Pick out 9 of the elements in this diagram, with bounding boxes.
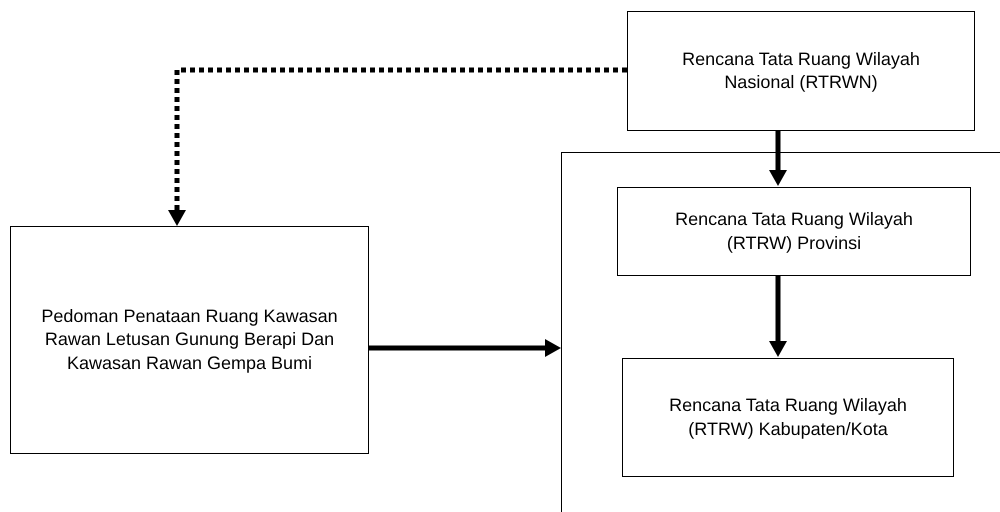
arrow [769,131,787,186]
process-box: Rencana Tata Ruang Wilayah (RTRW) Kabupaten/Kota [622,358,954,477]
process-box: Rencana Tata Ruang Wilayah (RTRW) Provinsi [617,187,971,276]
group-frame [561,152,1000,512]
process-box: Rencana Tata Ruang Wilayah Nasional (RTRWN) [627,11,975,131]
process-box: Pedoman Penataan Ruang Kawasan Rawan Letusan Gunung Berapi Dan Kawasan Rawan Gempa Bumi [10,226,369,454]
arrow [369,339,561,357]
dashed-arrow [168,68,627,226]
arrow [769,275,787,357]
